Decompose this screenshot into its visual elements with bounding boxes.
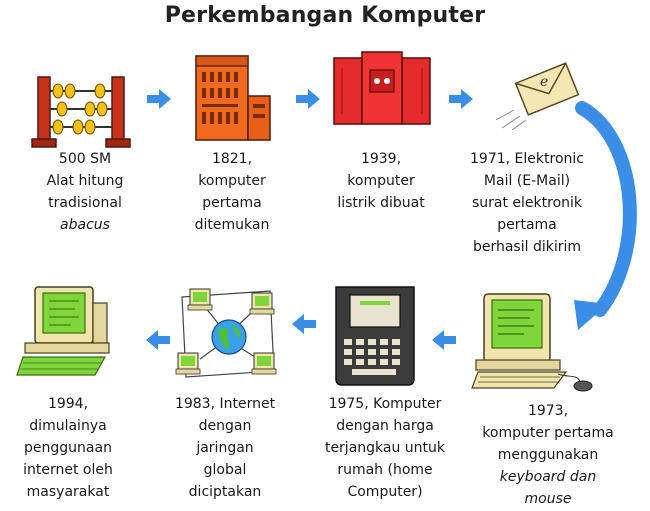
arrow-left-icon (292, 314, 316, 334)
caption-500sm: 500 SM Alat hitung tradisional abacus (25, 148, 145, 236)
caption-line: listrik dibuat (316, 192, 446, 214)
early-computer-icon (192, 52, 277, 147)
caption-line: rumah (home (310, 459, 460, 481)
caption-line: terjangkau untuk (310, 437, 460, 459)
caption-line: tradisional (25, 192, 145, 214)
caption-line: dimulainya (8, 415, 128, 437)
caption-1939: 1939, komputer listrik dibuat (316, 148, 446, 214)
caption-line: dengan harga (310, 415, 460, 437)
network-globe-icon (172, 283, 282, 383)
caption-line: jaringan (160, 437, 290, 459)
caption-1973: 1973, komputer pertama menggunakan keybo… (468, 400, 628, 510)
caption-line: 1939, (316, 148, 446, 170)
caption-line: masyarakat (8, 481, 128, 503)
envelope-letter: e (540, 74, 548, 90)
caption-line: berhasil dikirim (452, 236, 602, 258)
caption-1971: 1971, Elektronic Mail (E-Mail) surat ele… (452, 148, 602, 258)
caption-line: 500 SM (25, 148, 145, 170)
caption-line: global (160, 459, 290, 481)
caption-line: 1821, (172, 148, 292, 170)
page-title: Perkembangan Komputer (0, 3, 650, 28)
caption-line: pertama (452, 214, 602, 236)
caption-line: Alat hitung (25, 170, 145, 192)
arrow-right-icon (296, 89, 320, 109)
personal-computer-icon (470, 288, 595, 393)
caption-line: pertama (172, 192, 292, 214)
electric-computer-icon (330, 48, 435, 128)
caption-1975: 1975, Komputer dengan harga terjangkau u… (310, 393, 460, 503)
caption-line: 1973, (468, 400, 628, 422)
caption-line-italic: keyboard dan (468, 466, 628, 488)
caption-line: 1975, Komputer (310, 393, 460, 415)
caption-line: dengan (160, 415, 290, 437)
caption-line: 1994, (8, 393, 128, 415)
caption-line: komputer pertama (468, 422, 628, 444)
desktop-computer-icon (15, 283, 115, 383)
arrow-left-icon (432, 330, 456, 350)
caption-1821: 1821, komputer pertama ditemukan (172, 148, 292, 236)
caption-line: ditemukan (172, 214, 292, 236)
home-computer-icon (330, 283, 420, 388)
arrow-left-icon (146, 330, 170, 350)
caption-line: 1983, Internet (160, 393, 290, 415)
caption-line: internet oleh (8, 459, 128, 481)
caption-line: menggunakan (468, 444, 628, 466)
caption-line-italic: abacus (25, 214, 145, 236)
caption-line: Computer) (310, 481, 460, 503)
caption-line: komputer (172, 170, 292, 192)
arrow-right-icon (449, 89, 473, 109)
caption-line: penggunaan (8, 437, 128, 459)
caption-line: diciptakan (160, 481, 290, 503)
arrow-right-icon (147, 89, 171, 109)
caption-line: Mail (E-Mail) (452, 170, 602, 192)
abacus-icon (30, 75, 140, 150)
caption-line: komputer (316, 170, 446, 192)
caption-1994: 1994, dimulainya penggunaan internet ole… (8, 393, 128, 503)
caption-line: surat elektronik (452, 192, 602, 214)
caption-1983: 1983, Internet dengan jaringan global di… (160, 393, 290, 503)
caption-line: 1971, Elektronic (452, 148, 602, 170)
caption-line-italic: mouse (468, 488, 628, 510)
